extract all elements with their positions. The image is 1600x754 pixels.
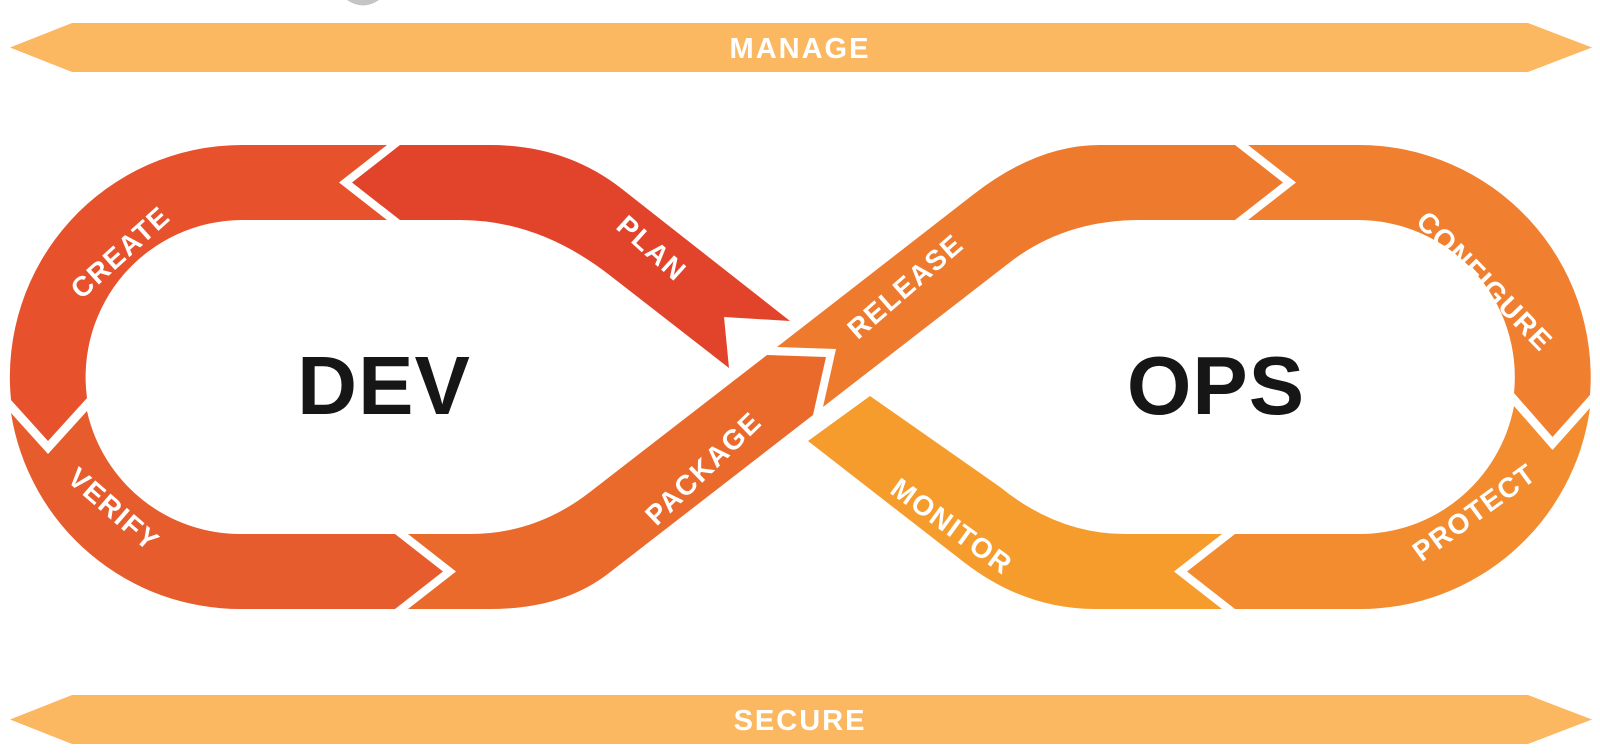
segment-configure: [1248, 144, 1591, 437]
banner-secure-arrow: [10, 695, 1592, 744]
segment-package: [408, 355, 826, 609]
banner-manage-arrow: [10, 23, 1592, 72]
segment-release: [777, 145, 1283, 407]
banner-label-manage: MANAGE: [730, 33, 871, 65]
segment-create: [9, 144, 388, 442]
segment-plan: [352, 145, 790, 368]
segment-verify: [11, 411, 443, 610]
ops-label: OPS: [1127, 339, 1305, 432]
dev-label: DEV: [297, 339, 471, 432]
banner-label-secure: SECURE: [734, 705, 867, 737]
segment-monitor: [808, 396, 1222, 609]
segment-protect: [1187, 406, 1590, 610]
artifact-top: [347, 0, 379, 6]
